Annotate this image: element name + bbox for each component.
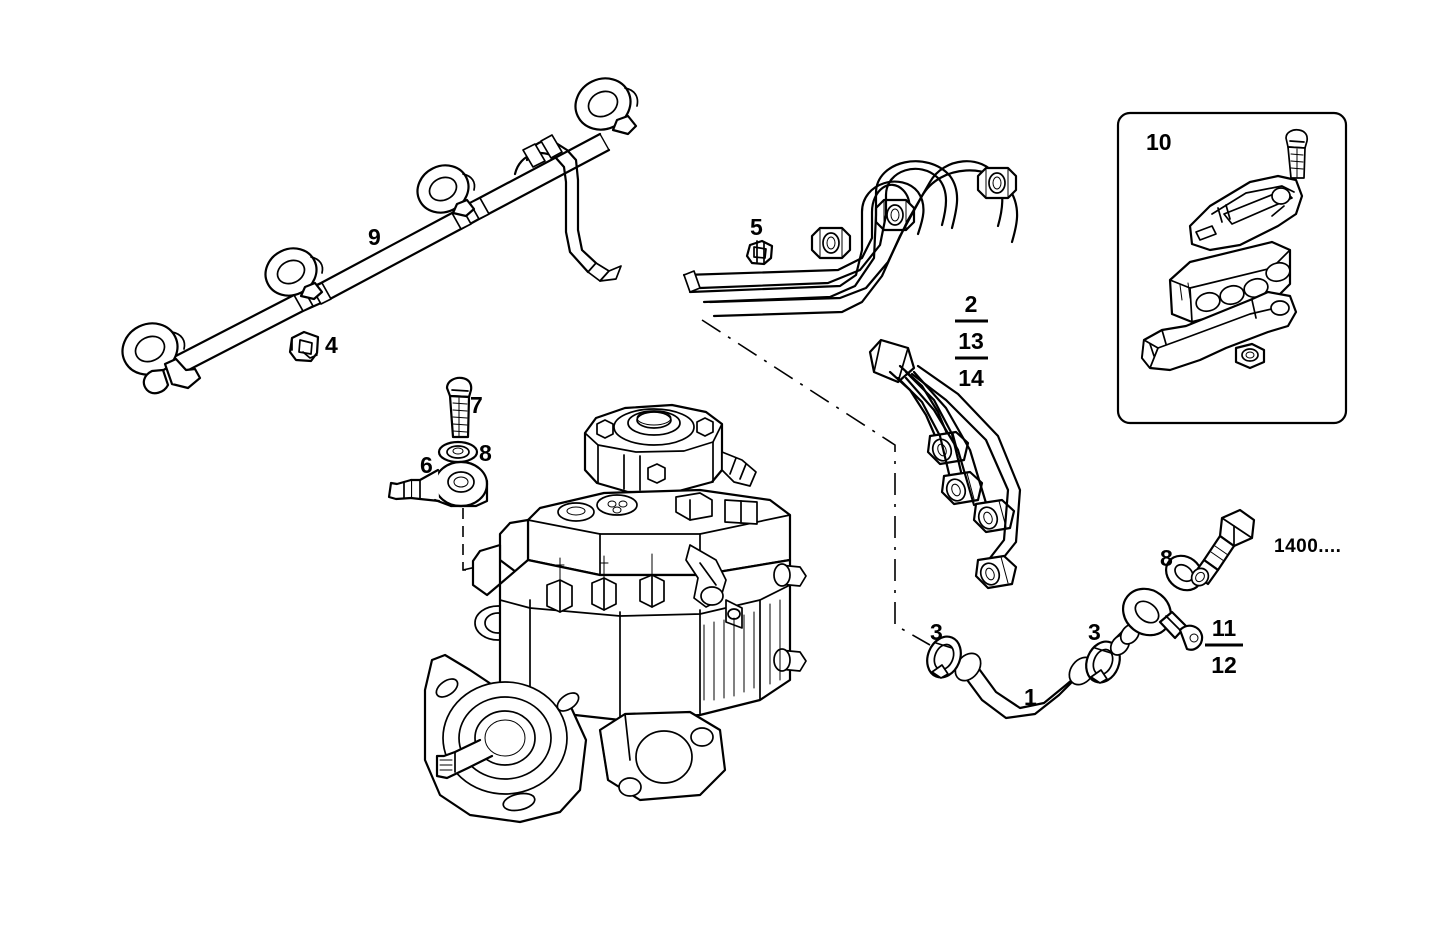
banjo-eye-mid-lower: [264, 247, 324, 301]
banjo-eye-top: [574, 77, 639, 136]
callout-2-13-14: 2 13 14: [955, 291, 988, 391]
inset-box-clamp-kit: 10: [1116, 111, 1348, 425]
banjo-bolt-11-12: 11 12: [1121, 587, 1243, 678]
callout-8: 8: [479, 440, 492, 466]
callout-11: 11: [1212, 615, 1237, 641]
callout-9: 9: [368, 224, 381, 250]
callout-1: 1: [1024, 684, 1037, 710]
fuel-hose-1: 1: [954, 652, 1096, 720]
callout-part-code: 1400....: [1274, 536, 1341, 557]
pump-drive-flange: [423, 653, 588, 824]
injection-line-a: [682, 180, 925, 294]
inset-clamp-bolt: [1285, 128, 1309, 179]
inset-clamp-nut: [1234, 342, 1266, 370]
injection-lines-lower: [888, 364, 1022, 590]
callout-3-right: 3: [1088, 619, 1101, 645]
callout-3-left: 3: [930, 619, 943, 645]
callout-7: 7: [470, 392, 483, 418]
hose-clamp-3-left: 3: [926, 619, 962, 679]
leakoff-return-line-assembly: 9: [121, 77, 639, 395]
pump-governor-housing: [583, 403, 724, 494]
line-clip-4: 4: [288, 330, 338, 363]
callout-6: 6: [420, 452, 433, 478]
callout-2: 2: [965, 291, 978, 317]
pump-main-block: [498, 451, 807, 722]
injection-line-b: [698, 160, 959, 304]
banjo-fitting-6: 6: [387, 452, 521, 571]
injection-line-bundle: 2 13 14: [682, 160, 1022, 590]
callout-8-right: 8: [1160, 545, 1173, 571]
sealing-washer-8: 8: [437, 440, 492, 466]
callout-11-12: 11 12: [1205, 615, 1243, 678]
pump-upper-deck: [526, 488, 792, 577]
injection-nut-c: [976, 166, 1018, 200]
injection-line-clamp: [868, 338, 916, 384]
banjo-eye-mid-upper: [416, 164, 476, 218]
fuel-hose-assembly: 1 3 3: [926, 508, 1341, 720]
banjo-fitting-group: 7 8 6: [387, 376, 521, 571]
leakoff-tube-main: [166, 132, 611, 378]
hollow-banjo-screw: 1400....: [1190, 508, 1341, 587]
callout-5: 5: [750, 214, 763, 240]
injection-union-nut-3: [972, 498, 1016, 534]
injection-nut-b: [810, 226, 852, 260]
section-leader-line: [701, 319, 931, 646]
banjo-eye-left: [121, 322, 202, 395]
injection-pump-body: [423, 403, 807, 824]
callout-4: 4: [325, 332, 338, 358]
inset-clamp-bracket: [1140, 290, 1298, 372]
callout-12: 12: [1211, 652, 1237, 678]
line-clip-5: 5: [745, 214, 774, 266]
injection-union-nut-2: [940, 470, 984, 506]
inset-clamp-upper-half: [1188, 174, 1304, 252]
callout-14: 14: [958, 365, 984, 391]
pump-lower-boss: [598, 710, 727, 802]
callout-13: 13: [958, 328, 984, 354]
leakoff-joint-upper: [522, 134, 563, 168]
callout-10: 10: [1146, 129, 1172, 155]
injection-union-nut-4: [974, 554, 1018, 590]
sealing-washer-8-right: 8: [1160, 545, 1204, 592]
hollow-bolt-7: 7: [445, 376, 483, 439]
